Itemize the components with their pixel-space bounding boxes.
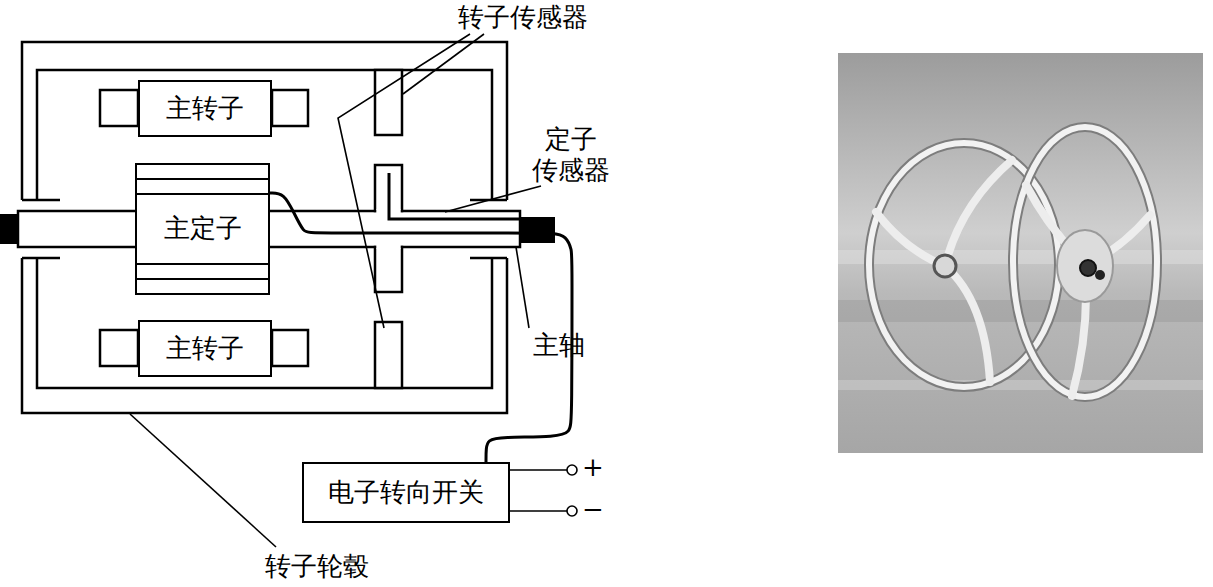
leader-line [338, 34, 470, 328]
rotor-magnet [272, 90, 308, 126]
node-text: 主转子 [166, 93, 244, 124]
sensor-disk [375, 247, 402, 292]
power-terminals [510, 465, 577, 516]
wheel-spoke [876, 160, 1012, 382]
part-label: 转子轮毂 [265, 551, 369, 582]
photo-ground [838, 53, 1203, 453]
part-label: 定子 传感器 [532, 124, 610, 186]
terminal-label: + [582, 452, 604, 483]
rotor-magnet [272, 330, 308, 366]
node-text: 主定子 [164, 213, 242, 244]
part-label: 主轴 [533, 330, 585, 361]
leader-line [403, 34, 484, 94]
stator-core [135, 163, 270, 295]
rotor-box: 主转子 [138, 80, 272, 137]
shaft-end [520, 217, 555, 243]
node-text: 电子转向开关 [328, 477, 484, 508]
sensor-wire [389, 173, 520, 219]
terminal-wire [510, 470, 567, 511]
wheel-axle [1080, 260, 1096, 276]
shaft-end [0, 214, 18, 244]
stator-lamination [135, 179, 270, 279]
wheel-hub [934, 255, 956, 277]
leader-line [130, 414, 276, 547]
wheel-rim [1013, 127, 1157, 397]
rotor-sensor [375, 322, 402, 388]
leader-lines [130, 34, 541, 547]
wire [270, 193, 572, 462]
stator-sensor [375, 165, 520, 292]
hub-motor [1057, 230, 1113, 302]
rotor-box: 主转子 [138, 320, 272, 377]
terminal-label: − [582, 494, 604, 525]
rotor-magnet [100, 90, 138, 126]
leader-line [516, 247, 529, 328]
photo-streak [838, 380, 1203, 390]
wheel-axle [1095, 270, 1105, 280]
leader-line [445, 186, 541, 212]
stator-fill [135, 163, 270, 295]
shaft [0, 211, 555, 247]
wheel-rim [1013, 127, 1157, 397]
switch-box: 电子转向开关 [302, 462, 510, 523]
stator-box: 主定子 [135, 163, 270, 295]
wheel-spoke [1026, 185, 1150, 396]
part-label: 转子传感器 [458, 2, 588, 33]
rotor-magnet [100, 330, 138, 366]
node-text: 主转子 [166, 333, 244, 364]
terminal [567, 506, 577, 516]
photo-streak [838, 250, 1203, 264]
terminal [567, 465, 577, 475]
wheel-photo [838, 53, 1203, 453]
